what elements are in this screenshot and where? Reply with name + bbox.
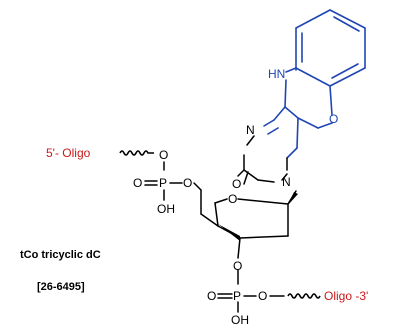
deoxyribose-sugar: [200, 189, 298, 259]
atom-oh-bottom: OH: [231, 313, 249, 327]
atom-o-5p-top: O: [159, 148, 168, 162]
five-prime-phosphate: [144, 161, 202, 201]
pyrimidinone-ring: [237, 135, 288, 185]
three-prime-phosphate: [217, 269, 285, 313]
atom-o-bottom-right: O: [258, 289, 267, 303]
atom-oh-top: OH: [157, 202, 175, 216]
atom-o-sugar: O: [228, 192, 237, 206]
atom-p-top: P: [159, 176, 167, 190]
atom-n-imine: N: [246, 123, 255, 137]
atom-o-carbonyl: O: [232, 177, 241, 191]
five-prime-squiggle: [119, 150, 154, 156]
compound-name: tCo tricyclic dC: [20, 249, 101, 261]
three-prime-squiggle: [287, 293, 321, 299]
atom-n-ring: N: [282, 175, 291, 189]
atom-o-3p: O: [233, 259, 242, 273]
five-prime-oligo-label: 5'- Oligo: [46, 146, 91, 160]
atom-o-ring: O: [329, 112, 338, 126]
atom-o-top-double: O: [133, 176, 142, 190]
atom-hn: HN: [268, 67, 285, 81]
catalog-number: [26-6495]: [37, 281, 85, 293]
atom-p-bottom: P: [233, 289, 241, 303]
tricyclic-heterocycle: [263, 9, 366, 159]
three-prime-oligo-label: Oligo -3': [324, 289, 368, 303]
atom-o-bottom-double: O: [207, 289, 216, 303]
atom-o-5p-link: O: [183, 176, 192, 190]
